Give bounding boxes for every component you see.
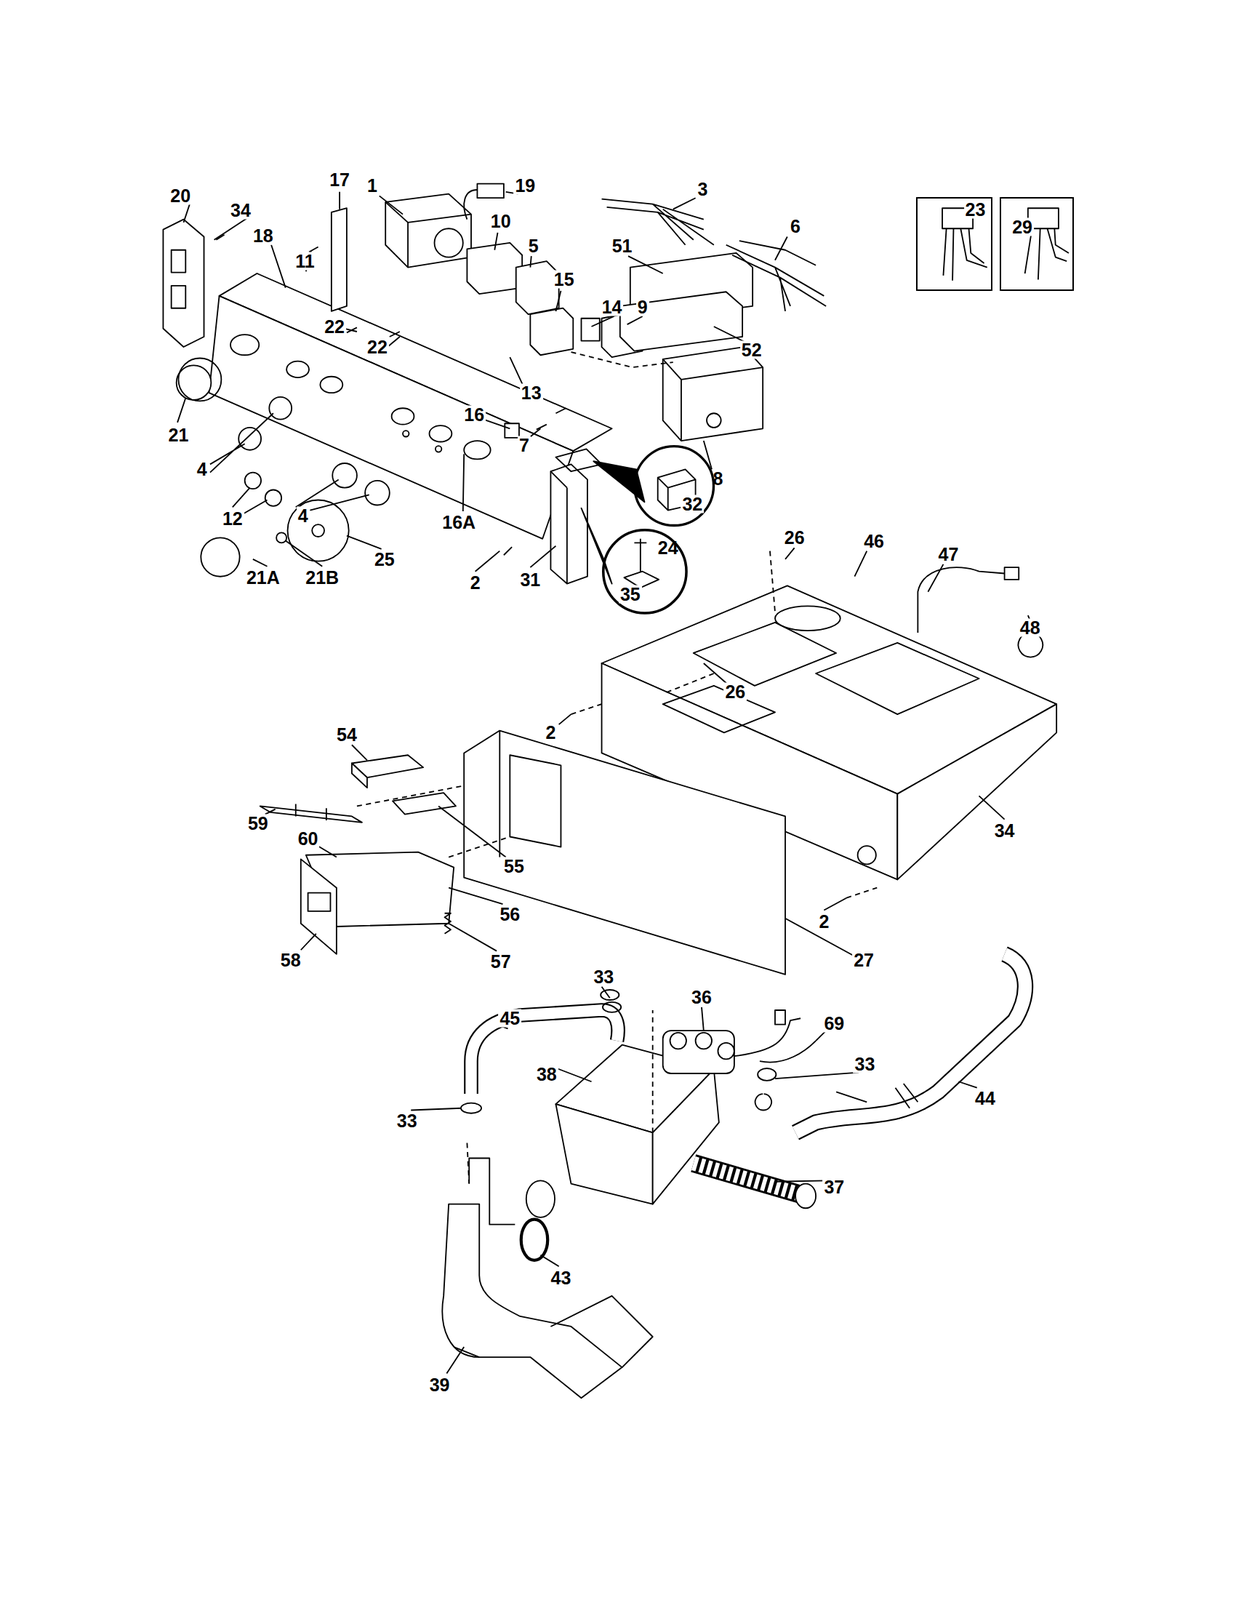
callout-number: 52 — [740, 340, 764, 360]
callout-number: 69 — [822, 1014, 846, 1033]
callout-number: 45 — [498, 1009, 522, 1028]
callout-number: 2 — [543, 723, 557, 742]
callout-number: 36 — [689, 987, 714, 1006]
callout-number: 9 — [636, 298, 650, 317]
callout-number: 24 — [656, 538, 680, 557]
circle-outline — [634, 445, 714, 525]
callout-number: 17 — [327, 170, 352, 189]
callout-number: 39 — [428, 1374, 452, 1394]
callout-number: 3 — [695, 179, 709, 198]
callout-number: 27 — [852, 950, 876, 970]
circle-outline — [602, 528, 688, 615]
callout-number: 13 — [519, 383, 544, 403]
callout-number: 15 — [552, 270, 576, 289]
callout-number: 37 — [822, 1177, 846, 1196]
inset-box: 23 — [916, 197, 993, 291]
callout-number: 4 — [296, 506, 310, 525]
callout-number: 11 — [293, 252, 316, 271]
callout-number: 56 — [498, 905, 522, 924]
callout-number: 48 — [1018, 618, 1042, 637]
callout-number: 4 — [195, 460, 209, 479]
callout-number: 5 — [527, 237, 541, 256]
detail-circle: 32 — [633, 444, 715, 527]
detail-circle: 35 — [602, 528, 688, 615]
callout-number: 47 — [937, 544, 961, 563]
callout-number: 21 — [167, 425, 191, 444]
callout-number: 2 — [817, 911, 831, 930]
inset-box: 29 — [999, 197, 1074, 291]
callout-number: 59 — [246, 814, 270, 833]
callout-number: 16 — [462, 404, 486, 424]
callout-number: 31 — [518, 570, 542, 589]
circle-outline — [633, 444, 715, 527]
callout-number: 6 — [788, 217, 802, 236]
callout-number: 19 — [513, 176, 537, 195]
callout-number: 35 — [618, 584, 642, 603]
callout-number: 44 — [973, 1088, 997, 1107]
callout-number: 22 — [322, 316, 347, 336]
callout-number: 55 — [502, 857, 526, 876]
callout-number: 33 — [591, 966, 616, 986]
callout-number: 2 — [468, 573, 483, 592]
callout-number: 46 — [862, 531, 886, 550]
callout-number: 21A — [245, 568, 282, 587]
callout-number: 33 — [853, 1054, 877, 1074]
callout-number: 43 — [549, 1267, 573, 1287]
callout-number: 26 — [723, 682, 747, 701]
callout-number: 34 — [229, 201, 253, 220]
callout-number: 10 — [489, 212, 513, 231]
callout-number: 51 — [610, 237, 634, 256]
callout-number: 23 — [964, 200, 988, 219]
callout-number: 25 — [372, 549, 397, 568]
callout-number: 54 — [335, 725, 359, 744]
callout-number: 60 — [296, 829, 320, 848]
callout-number: 18 — [251, 226, 275, 246]
callout-number: 26 — [783, 528, 807, 547]
callout-number: 57 — [489, 951, 513, 970]
callout-number: 38 — [535, 1065, 559, 1084]
callout-number: 20 — [168, 186, 192, 206]
callout-number: 22 — [365, 338, 389, 357]
callout-number: 33 — [395, 1110, 419, 1130]
callout-number: 29 — [1010, 218, 1034, 237]
circle-outline — [602, 530, 686, 613]
callout-number: 12 — [221, 508, 245, 528]
callout-number: 7 — [517, 435, 531, 454]
callout-number: 32 — [680, 495, 704, 514]
callout-number: 16A — [440, 513, 477, 532]
callout-number: 21B — [303, 568, 341, 587]
callout-number: 14 — [600, 298, 624, 317]
callout-number: 1 — [365, 176, 379, 195]
callout-number: 34 — [993, 821, 1017, 840]
callout-number: 58 — [279, 950, 303, 970]
